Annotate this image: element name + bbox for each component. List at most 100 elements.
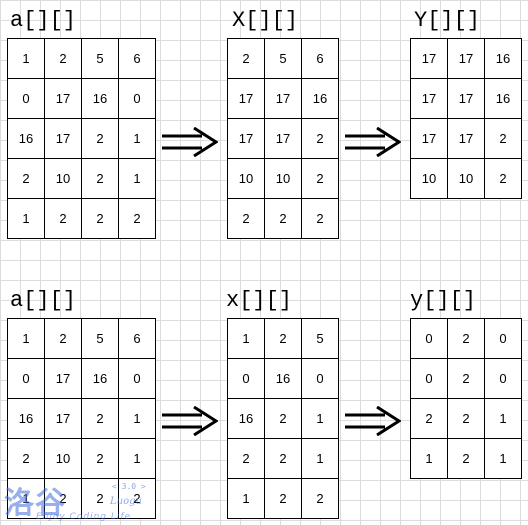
matrix-cell: 2 [447, 398, 485, 439]
luogu-watermark-logo: 洛谷 < 3.0 > Luogu Enjoy Coding Life [4, 478, 154, 524]
matrix-cell: 0 [118, 358, 156, 399]
matrix-cell: 0 [227, 358, 265, 399]
matrix-cell: 1 [118, 438, 156, 479]
matrix-cell: 6 [118, 38, 156, 79]
watermark-tagline-text: Enjoy Coding Life [36, 512, 132, 522]
matrix-cell: 2 [44, 198, 82, 239]
matrix-cell: 2 [301, 478, 339, 519]
matrix-cell: 1 [301, 398, 339, 439]
matrix-cell: 2 [118, 198, 156, 239]
matrix-cell: 2 [447, 318, 485, 359]
matrix-cell: 17 [447, 118, 485, 159]
matrix-cell: 0 [484, 358, 522, 399]
matrix-cell: 2 [7, 438, 45, 479]
matrix-cell: 2 [410, 398, 448, 439]
matrix-cell: 2 [264, 398, 302, 439]
matrix-cell: 2 [264, 198, 302, 239]
matrix-cell: 2 [484, 118, 522, 159]
matrix-cell: 5 [81, 38, 119, 79]
matrix-cell: 2 [44, 318, 82, 359]
label-bottom-x: x[][] [226, 288, 293, 313]
matrix-cell: 2 [264, 478, 302, 519]
matrix-cell: 10 [410, 158, 448, 199]
matrix-cell: 17 [227, 78, 265, 119]
watermark-main-text: 洛谷 [4, 486, 66, 521]
matrix-cell: 2 [484, 158, 522, 199]
matrix-cell: 0 [118, 78, 156, 119]
matrix-cell: 10 [447, 158, 485, 199]
matrix-cell: 0 [410, 358, 448, 399]
matrix-cell: 2 [44, 38, 82, 79]
matrix-cell: 1 [484, 398, 522, 439]
matrix-cell: 2 [264, 318, 302, 359]
matrix-cell: 17 [44, 78, 82, 119]
matrix-cell: 1 [301, 438, 339, 479]
matrix-cell: 17 [44, 118, 82, 159]
matrix-cell: 10 [227, 158, 265, 199]
matrix-cell: 17 [410, 78, 448, 119]
matrix-cell: 16 [81, 78, 119, 119]
matrix-cell: 16 [264, 358, 302, 399]
matrix-cell: 2 [81, 118, 119, 159]
matrix-cell: 1 [227, 478, 265, 519]
matrix-cell: 1 [7, 198, 45, 239]
matrix-cell: 17 [264, 118, 302, 159]
matrix-cell: 16 [81, 358, 119, 399]
watermark-version-text: < 3.0 > [112, 482, 146, 491]
matrix-cell: 2 [301, 158, 339, 199]
matrix-cell: 16 [484, 78, 522, 119]
matrix-cell: 2 [447, 438, 485, 479]
matrix-cell: 10 [44, 438, 82, 479]
matrix-cell: 2 [7, 158, 45, 199]
matrix-cell: 10 [44, 158, 82, 199]
label-top-X: X[][] [232, 8, 299, 33]
matrix-cell: 17 [410, 38, 448, 79]
matrix-cell: 17 [44, 358, 82, 399]
matrix-cell: 2 [44, 478, 82, 519]
matrix-cell: 17 [447, 78, 485, 119]
matrix-cell: 0 [484, 318, 522, 359]
matrix-cell: 2 [227, 38, 265, 79]
matrix-cell: 17 [447, 38, 485, 79]
watermark-sub-text: Luogu [110, 496, 142, 507]
matrix-cell: 16 [7, 118, 45, 159]
matrix-cell: 10 [264, 158, 302, 199]
matrix-cell: 2 [301, 198, 339, 239]
matrix-cell: 2 [81, 438, 119, 479]
matrix-cell: 5 [81, 318, 119, 359]
matrix-cell: 2 [118, 478, 156, 519]
matrix-cell: 2 [264, 438, 302, 479]
matrix-cell: 1 [227, 318, 265, 359]
matrix-cell: 6 [301, 38, 339, 79]
matrix-cell: 0 [7, 78, 45, 119]
label-bottom-a: a[][] [10, 288, 77, 313]
matrix-cell: 2 [81, 198, 119, 239]
matrix-cell: 2 [227, 198, 265, 239]
matrix-cell: 1 [484, 438, 522, 479]
matrix-cell: 17 [410, 118, 448, 159]
arrow-top-2 [345, 127, 401, 157]
matrix-cell: 2 [81, 398, 119, 439]
